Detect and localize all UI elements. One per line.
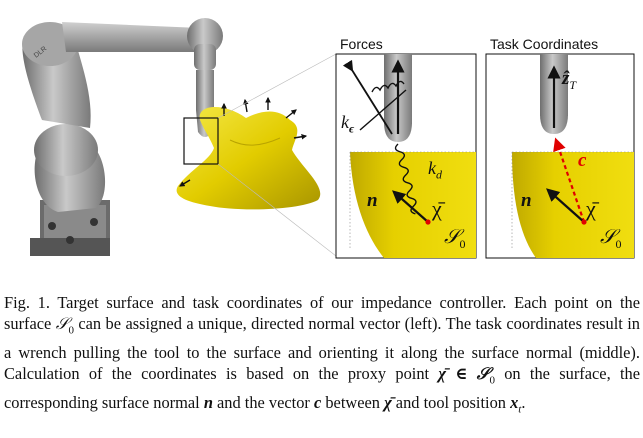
label-s0-right: 𝒮0	[600, 226, 622, 251]
label-c: c	[578, 150, 587, 171]
task-coordinates-panel	[485, 53, 635, 259]
zoom-box	[183, 117, 219, 165]
figure: DLR	[22, 18, 635, 259]
forces-panel	[335, 53, 477, 259]
label-z-t: ẑT	[562, 68, 577, 92]
robot-arm: DLR	[22, 18, 223, 256]
forces-title: Forces	[340, 36, 383, 52]
target-surface	[176, 96, 321, 210]
label-chi-right: χ̄	[586, 196, 596, 221]
task-coordinates-title: Task Coordinates	[490, 36, 599, 52]
label-k-d: kd	[428, 158, 442, 182]
label-normal-right: n	[521, 190, 532, 211]
label-s0-left: 𝒮0	[444, 226, 466, 251]
figure-caption: Fig. 1. Target surface and task coordina…	[4, 293, 640, 416]
label-chi-left: χ̄	[432, 196, 442, 221]
label-k-epsilon: kϵ	[341, 112, 355, 136]
label-normal-left: n	[367, 190, 378, 211]
figure-artwork: DLR	[22, 18, 635, 259]
